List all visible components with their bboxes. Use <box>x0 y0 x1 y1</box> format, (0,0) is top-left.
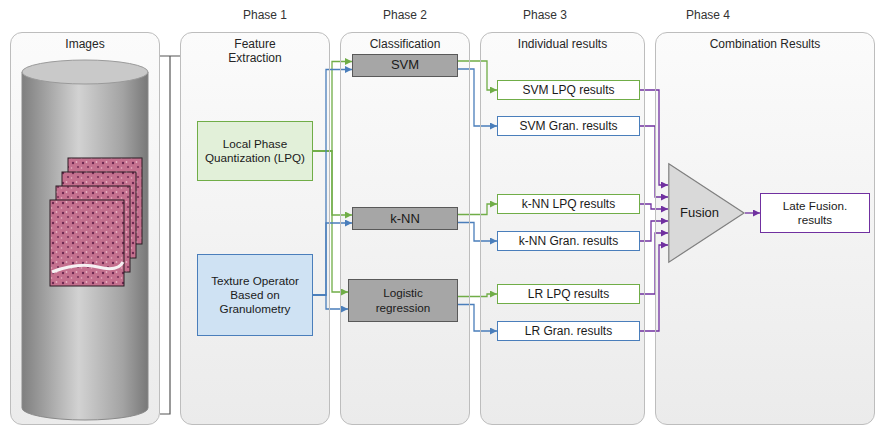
panel-ground <box>11 33 160 425</box>
panel-grounds <box>11 33 875 425</box>
panel-ground <box>341 33 470 425</box>
panel-title: Individual results <box>518 37 607 51</box>
classifier-box: Logistic regression <box>348 279 458 322</box>
box-text: SVM <box>391 57 419 73</box>
image-database-cylinder <box>22 60 148 420</box>
bracket <box>160 56 180 414</box>
flow-arrow <box>458 204 497 215</box>
feature-box: Local Phase Quantization (LPQ) <box>197 121 313 181</box>
box-text: LR LPQ results <box>528 287 609 301</box>
classifier-box: SVM <box>352 54 458 77</box>
panel-ground <box>181 33 330 425</box>
flow-arrow <box>458 61 497 90</box>
flow-arrow <box>458 223 497 242</box>
box-text: Texture Operator Based on Granulometry <box>204 274 306 316</box>
tissue-image <box>50 200 124 286</box>
result-box: SVM LPQ results <box>497 80 640 100</box>
box-text: k-NN <box>390 211 420 227</box>
box-text: Fusion <box>680 205 719 221</box>
result-box: k-NN LPQ results <box>497 194 640 214</box>
box-text: Local Phase Quantization (LPQ) <box>204 137 306 165</box>
phase-panel: Individual resultsSVM LPQ resultsSVM Gra… <box>480 32 645 425</box>
flow-arrow <box>313 70 352 296</box>
flow-arrow <box>313 62 352 152</box>
panel-title: Feature Extraction <box>220 37 290 66</box>
flow-arrow <box>313 151 348 292</box>
feature-box: Texture Operator Based on Granulometry <box>197 254 313 336</box>
cylinder-body <box>22 72 148 420</box>
result-box: SVM Gran. results <box>497 116 640 136</box>
phase-panel: Combination ResultsFusion Late Fusion. re… <box>655 32 875 425</box>
tissue-streak <box>52 262 123 272</box>
triangle-shape <box>669 164 744 262</box>
box-text: Logistic regression <box>355 286 451 314</box>
panel-title: Combination Results <box>710 37 821 51</box>
flow-arrow <box>313 295 348 309</box>
phase-panel: Images <box>10 32 160 425</box>
phase-panel: ClassificationSVM k-NN Logistic regression <box>340 32 470 425</box>
phase-label: Phase 4 <box>686 8 730 22</box>
phase-label: Phase 2 <box>383 8 427 22</box>
result-box: LR LPQ results <box>497 284 640 304</box>
box-text: k-NN Gran. results <box>519 234 618 248</box>
panel-title: Classification <box>370 37 441 51</box>
result-box: k-NN Gran. results <box>497 231 640 251</box>
panel-title: Images <box>65 37 104 51</box>
fusion-triangle: Fusion <box>668 163 745 263</box>
panel-ground <box>656 33 875 425</box>
phase-label: Phase 1 <box>243 8 287 22</box>
phase-panel: Feature ExtractionLocal Phase Quantizati… <box>180 32 330 425</box>
tissue-image-stack <box>50 158 142 286</box>
late-fusion-box: Late Fusion. results <box>760 193 870 233</box>
flow-arrow <box>745 212 760 213</box>
phase-label: Phase 3 <box>523 8 567 22</box>
box-text: k-NN LPQ results <box>522 197 615 211</box>
box-text: SVM LPQ results <box>522 83 614 97</box>
box-text: LR Gran. results <box>525 324 612 338</box>
result-box: LR Gran. results <box>497 321 640 341</box>
flow-arrow <box>458 305 497 332</box>
flow-arrow <box>458 294 497 297</box>
box-text: Late Fusion. results <box>767 199 863 227</box>
box-text: SVM Gran. results <box>519 119 617 133</box>
classifier-box: k-NN <box>352 207 458 230</box>
flow-arrow <box>458 69 497 126</box>
cylinder-top <box>22 60 148 84</box>
flow-arrow <box>313 223 352 295</box>
panel-ground <box>481 33 645 425</box>
